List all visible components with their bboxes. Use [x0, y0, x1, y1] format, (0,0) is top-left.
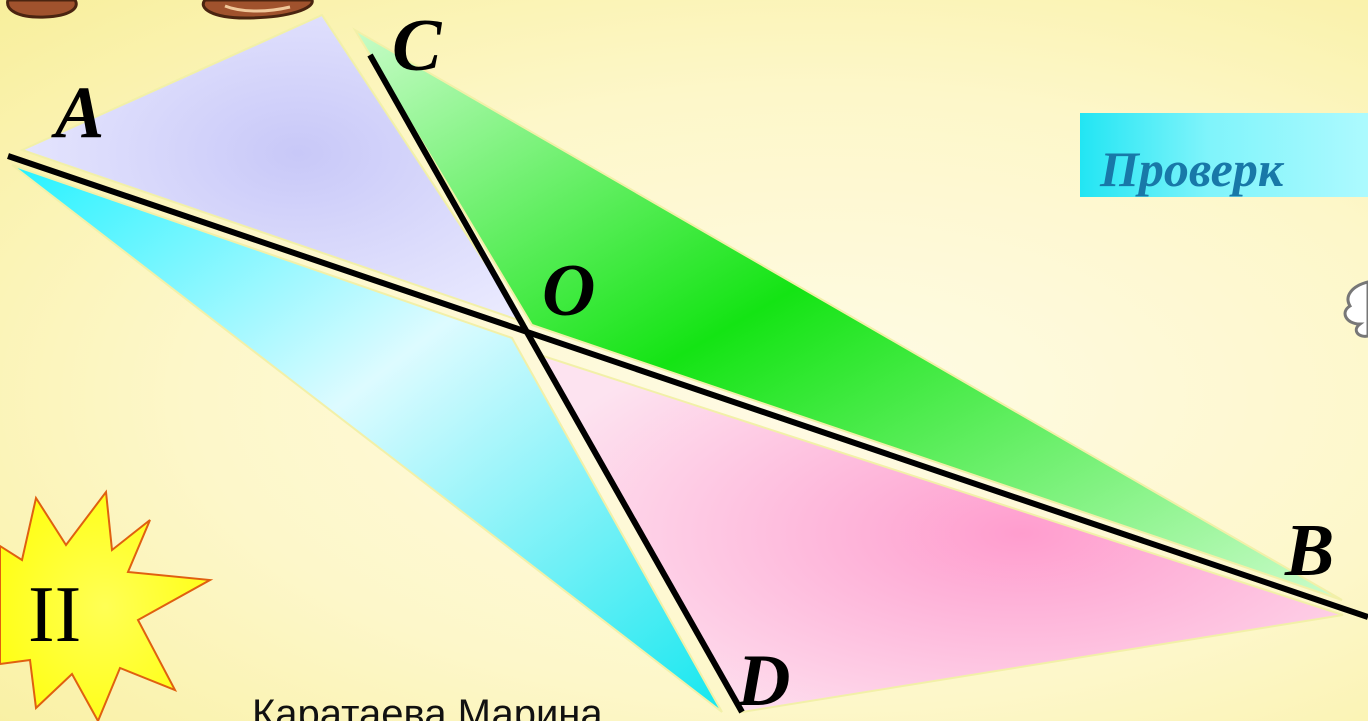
hand-illustration [1343, 280, 1368, 338]
segment-ab [7, 153, 1368, 620]
triangle-aod [11, 164, 723, 713]
triangle-aoc [19, 13, 527, 324]
shoes-illustration [6, 0, 314, 20]
point-label-b: B [1284, 510, 1334, 592]
triangle-cob [352, 27, 1343, 601]
point-label-a: A [51, 72, 104, 154]
stage-badge-label: II [28, 571, 82, 659]
segment-cd [367, 53, 745, 714]
stage-badge-star[interactable] [0, 489, 214, 721]
check-button-label: Проверк [1100, 141, 1284, 197]
author-caption: Каратаева Марина [252, 692, 603, 721]
point-label-c: C [392, 5, 443, 87]
point-label-o: O [542, 250, 595, 332]
check-button[interactable] [1080, 113, 1368, 197]
point-label-d: D [736, 640, 790, 721]
